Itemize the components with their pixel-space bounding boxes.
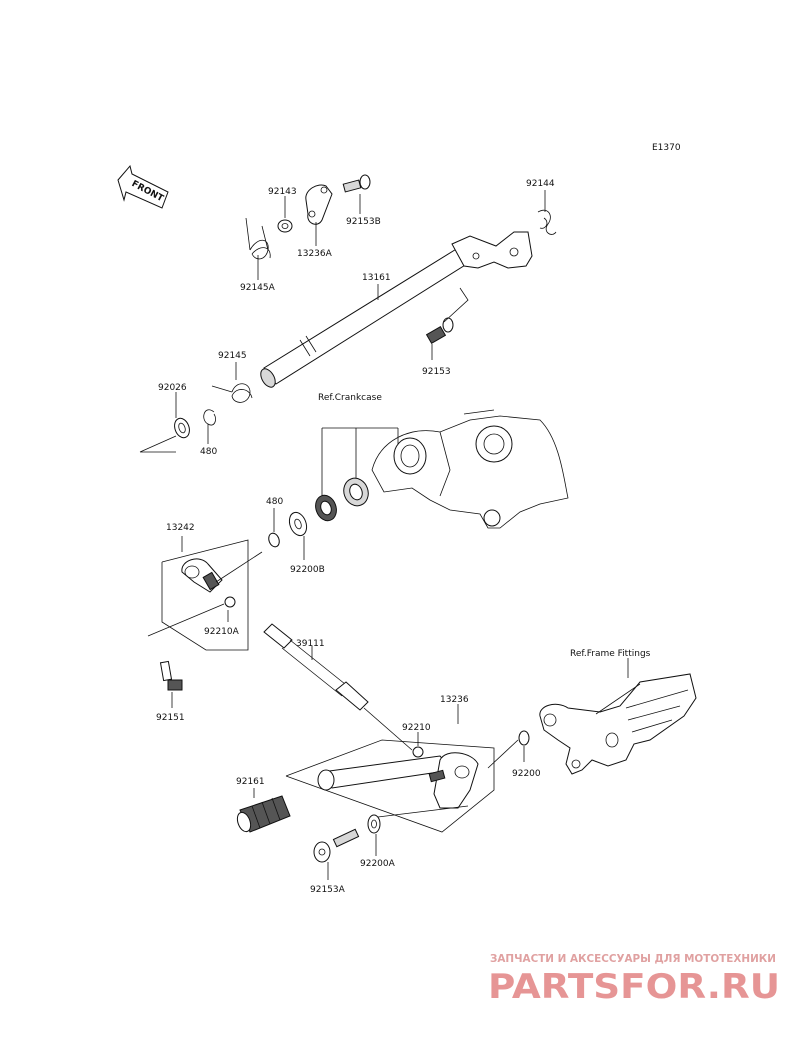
- rod-39111-icon: [263, 623, 369, 711]
- rubber-92161-icon: [236, 795, 291, 833]
- label-92026: 92026: [158, 383, 187, 393]
- label-92210: 92210: [402, 723, 431, 733]
- label-92143: 92143: [268, 187, 297, 197]
- footrest-bracket-icon: [539, 673, 697, 775]
- needle-bearing-icon: [343, 477, 369, 507]
- label-92200: 92200: [512, 769, 541, 779]
- oil-seal-icon: [315, 494, 337, 522]
- circlip-480-icon: [203, 409, 216, 426]
- spring-92144-icon: [537, 209, 557, 235]
- ref-crankcase: Ref.Crankcase: [318, 393, 382, 403]
- lever-13242-icon: [181, 558, 223, 593]
- watermark-logo: ЗАПЧАСТИ И АКСЕССУАРЫ ДЛЯ МОТОТЕХНИКИ PA…: [488, 952, 780, 1007]
- spring-92145-icon: [211, 383, 253, 403]
- shift-pedal-13236-icon: [317, 752, 479, 809]
- nut-92210a-icon: [224, 596, 236, 608]
- washer-92026-icon: [174, 417, 190, 439]
- label-92144: 92144: [526, 179, 555, 189]
- label-480-mid: 480: [266, 497, 283, 507]
- watermark-tagline: ЗАПЧАСТИ И АКСЕССУАРЫ ДЛЯ МОТОТЕХНИКИ: [490, 952, 776, 965]
- bolt-92151-icon: [159, 660, 183, 691]
- nut-92210-icon: [412, 746, 424, 758]
- label-92145a: 92145A: [240, 283, 276, 293]
- front-arrow-icon: FRONT: [117, 164, 169, 209]
- label-92161: 92161: [236, 777, 265, 787]
- spring-92145a-icon: [245, 217, 271, 260]
- collar-92143-icon: [277, 219, 293, 233]
- label-13236a: 13236A: [297, 249, 333, 259]
- shaft-13161-icon: [260, 231, 533, 388]
- ref-frame-fittings: Ref.Frame Fittings: [570, 649, 651, 659]
- label-39111: 39111: [296, 639, 325, 649]
- label-13242: 13242: [166, 523, 195, 533]
- watermark-brand: PARTSFOR.RU: [488, 967, 780, 1007]
- washer-92200-icon: [518, 730, 530, 746]
- label-480-top: 480: [200, 447, 217, 457]
- crankcase-outline-icon: [371, 409, 569, 529]
- label-92145: 92145: [218, 351, 247, 361]
- circlip-480-mid-icon: [268, 532, 280, 548]
- label-13161: 13161: [362, 273, 391, 283]
- label-92153: 92153: [422, 367, 451, 377]
- label-92200b: 92200B: [290, 565, 325, 575]
- bolt-92153-icon: [425, 317, 454, 345]
- bolt-92153a-icon: [313, 828, 360, 863]
- label-92200a: 92200A: [360, 859, 396, 869]
- label-92151: 92151: [156, 713, 185, 723]
- label-92210a: 92210A: [204, 627, 240, 637]
- label-92153b: 92153B: [346, 217, 381, 227]
- lever-13236a-icon: [305, 184, 333, 225]
- label-13236: 13236: [440, 695, 469, 705]
- diagram-code: E1370: [652, 143, 681, 153]
- washer-92200a-icon: [367, 814, 381, 834]
- label-92153a: 92153A: [310, 885, 346, 895]
- washer-92200b-icon: [288, 511, 308, 537]
- bolt-92153b-icon: [342, 174, 371, 193]
